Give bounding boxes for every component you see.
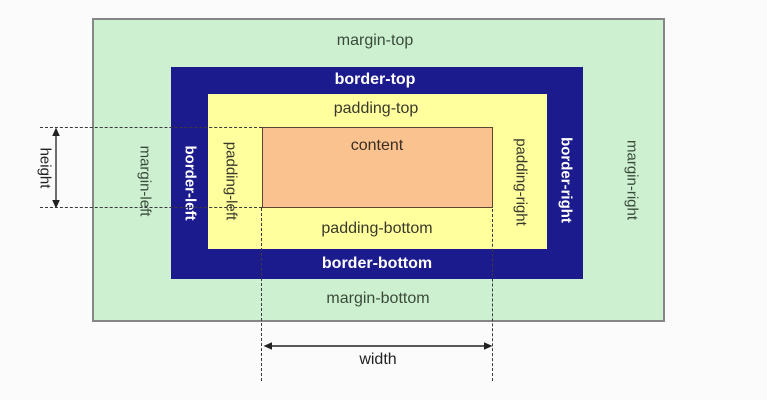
content-box [262,127,493,208]
padding-top-label: padding-top [333,100,419,117]
border-bottom-label: border-bottom [321,255,433,272]
margin-top-label: margin-top [336,32,414,49]
margin-bottom-label: margin-bottom [326,290,430,307]
margin-right-label: margin-right [623,139,641,221]
width-guide-left-line [261,208,262,381]
content-label: content [350,137,404,154]
border-top-label: border-top [334,71,416,88]
border-left-label: border-left [181,145,199,221]
border-right-label: border-right [557,137,575,223]
padding-left-label: padding-left [222,141,240,221]
height-guide-bottom-line [40,207,262,208]
width-label: width [359,351,397,368]
height-guide-top-line [40,127,262,128]
width-guide-right-line [492,209,493,381]
margin-left-label: margin-left [136,145,154,217]
padding-right-label: padding-right [512,138,530,226]
width-arrow [263,342,493,350]
height-arrow [52,127,60,209]
padding-bottom-label: padding-bottom [321,220,433,237]
height-label: height [36,147,54,189]
